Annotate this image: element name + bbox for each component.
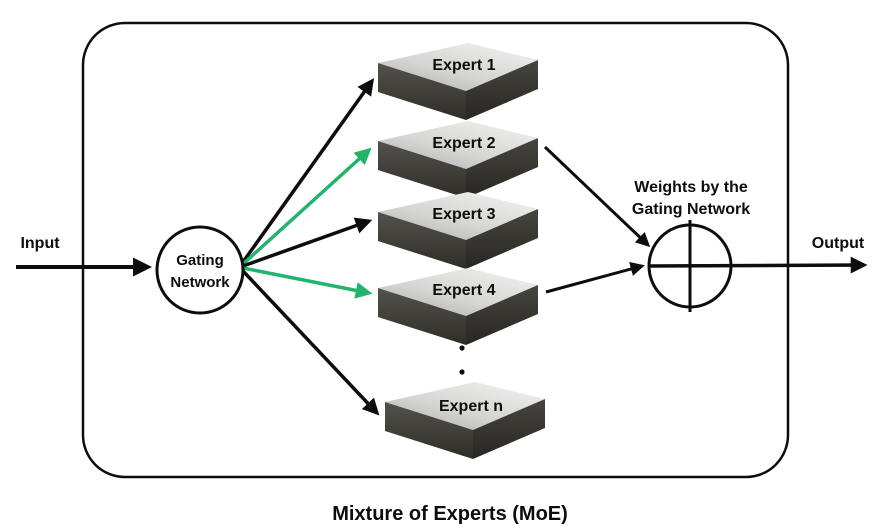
weights-label-line1: Weights by the [634, 179, 748, 196]
expert-box-2: Expert 2 [378, 121, 538, 198]
ellipsis-dot [459, 345, 465, 351]
expert-1-top-face [378, 43, 538, 91]
expert-1-left-face [378, 63, 466, 120]
diagram-border [81, 21, 790, 479]
output-arrow [648, 256, 868, 274]
expert-4-top-face [378, 268, 538, 316]
arrow-expert-4-to-sum [545, 262, 645, 294]
expert-2-top-face [378, 121, 538, 169]
expert-4-left-face [378, 288, 466, 345]
expert-n-right-face [473, 399, 545, 459]
expert-n-left-face [385, 402, 473, 459]
expert-box-n: Expert n [385, 382, 545, 459]
arrow-gating-to-expert-2 [241, 147, 372, 266]
expert-2-left-face [378, 141, 466, 198]
expert-2-right-face [466, 138, 538, 198]
gating-label-line2: Network [170, 274, 230, 291]
input-label: Input [20, 235, 60, 252]
expert-4-label: Expert 4 [432, 282, 495, 299]
expert-3-left-face [378, 212, 466, 269]
expert-3-top-face [378, 192, 538, 240]
arrow-gating-to-expert-1 [241, 78, 375, 264]
expert-box-3: Expert 3 [378, 192, 538, 269]
gating-network-node [155, 225, 245, 315]
expert-3-right-face [466, 209, 538, 269]
diagram-title: Mixture of Experts (MoE) [332, 503, 568, 525]
expert-n-top-face [385, 382, 545, 430]
expert-3-label: Expert 3 [432, 206, 495, 223]
arrow-gating-to-expert-n [241, 269, 380, 416]
expert-2-label: Expert 2 [432, 135, 495, 152]
arrow-expert-2-to-sum [543, 145, 651, 248]
weights-label-line2: Gating Network [632, 201, 750, 218]
gating-label-line1: Gating [176, 252, 224, 269]
arrow-gating-to-expert-4 [242, 266, 373, 299]
output-label: Output [812, 235, 865, 252]
expert-n-label: Expert n [439, 398, 503, 415]
expert-box-1: Expert 1 [378, 43, 538, 120]
expert-1-right-face [466, 60, 538, 120]
ellipsis-dot [459, 369, 465, 375]
expert-1-label: Expert 1 [432, 57, 495, 74]
expert-4-right-face [466, 285, 538, 345]
arrow-gating-to-expert-3 [242, 217, 373, 268]
expert-box-4: Expert 4 [378, 268, 538, 345]
